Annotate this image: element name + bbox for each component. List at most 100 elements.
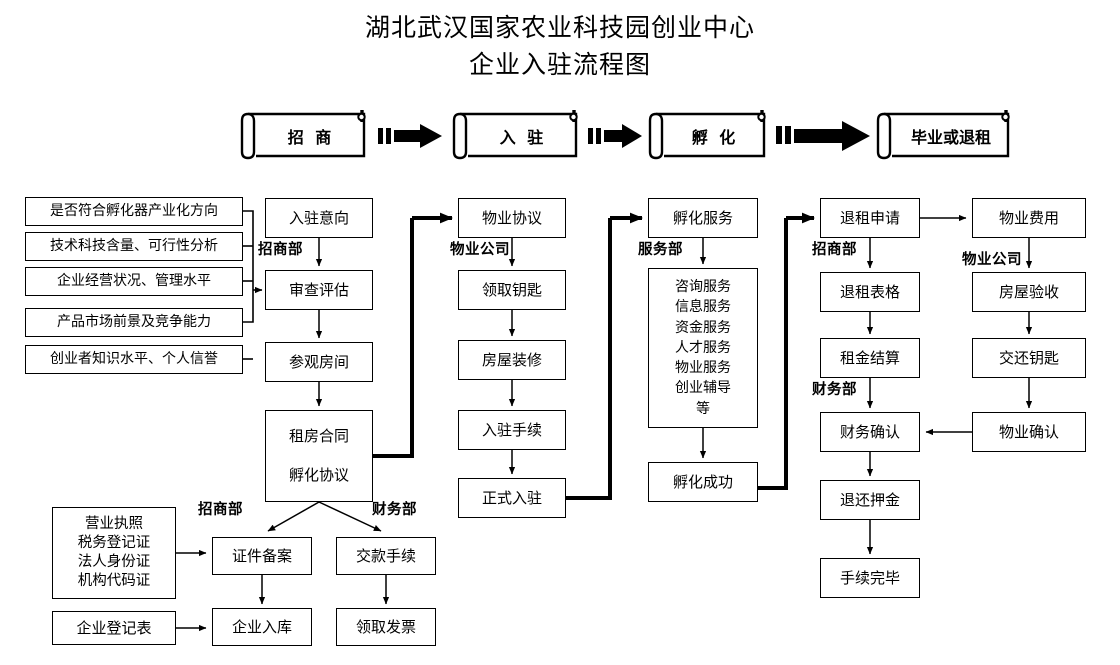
step-zhengjian-bei-an[interactable]: 证件备案 xyxy=(212,537,312,575)
contract-to-wuye-connector xyxy=(373,218,414,458)
step-fangwu-zhuangxiu[interactable]: 房屋装修 xyxy=(458,340,566,380)
step-label: 正式入驻 xyxy=(481,488,542,507)
criteria-box-2[interactable]: 技术科技含量、可行性分析 xyxy=(25,232,243,261)
stage-banner-biye[interactable]: 毕业或退租 xyxy=(876,108,1016,163)
step-jiaokuan-shouxu[interactable]: 交款手续 xyxy=(336,537,436,575)
step-wuye-xieyi[interactable]: 物业协议 xyxy=(458,198,566,238)
step-qiye-ruku[interactable]: 企业入库 xyxy=(212,608,312,646)
dept-label-caiwubu-2: 财务部 xyxy=(372,502,417,518)
step-lingqu-yaoshi[interactable]: 领取钥匙 xyxy=(458,270,566,310)
service-list-box[interactable]: 咨询服务 信息服务 资金服务 人才服务 物业服务 创业辅导 等 xyxy=(648,268,758,428)
stage-arrow-1 xyxy=(378,124,442,148)
step-label: 孵化服务 xyxy=(672,208,733,227)
criteria-box-3[interactable]: 企业经营状况、管理水平 xyxy=(25,267,243,296)
step-lingqu-fapiao[interactable]: 领取发票 xyxy=(336,608,436,646)
step-caiwu-queren[interactable]: 财务确认 xyxy=(820,412,920,452)
ruzhu-to-fuhua-connector xyxy=(566,218,612,500)
dept-label-caiwubu-1: 财务部 xyxy=(812,382,857,398)
stage-banner-label: 招 商 xyxy=(287,127,335,147)
criteria-label: 是否符合孵化器产业化方向 xyxy=(50,202,218,219)
stage-banner-label: 入 驻 xyxy=(499,127,547,147)
page-title-line2: 企业入驻流程图 xyxy=(468,50,651,79)
contract-line-2: 孵化协议 xyxy=(288,466,349,485)
step-label: 交还钥匙 xyxy=(998,348,1059,367)
service-item: 人才服务 xyxy=(675,339,731,356)
dept-label-wuye-gongsi-2: 物业公司 xyxy=(962,252,1022,268)
stage-banner-label: 毕业或退租 xyxy=(910,127,991,147)
step-tuizu-shenqing[interactable]: 退租申请 xyxy=(820,198,920,238)
document-item: 法人身份证 xyxy=(77,554,151,570)
step-zufang-hetong[interactable]: 租房合同 孵化协议 xyxy=(265,410,373,502)
dept-label-zhaoshang-1: 招商部 xyxy=(258,242,303,258)
step-label: 物业协议 xyxy=(481,208,542,227)
step-fuhua-chenggong[interactable]: 孵化成功 xyxy=(648,462,758,502)
dept-label-zhaoshang-2: 招商部 xyxy=(812,242,857,258)
service-item: 等 xyxy=(696,400,710,417)
service-item: 创业辅导 xyxy=(675,380,731,397)
step-label: 手续完毕 xyxy=(839,568,900,587)
stage-banner-fuhua[interactable]: 孵 化 xyxy=(648,108,772,163)
criteria-label: 创业者知识水平、个人信誉 xyxy=(50,350,218,367)
step-label: 交款手续 xyxy=(355,546,416,565)
step-label: 证件备案 xyxy=(231,546,292,565)
service-item: 资金服务 xyxy=(675,319,731,336)
step-label: 退租表格 xyxy=(839,282,900,301)
step-tuizu-biaoge[interactable]: 退租表格 xyxy=(820,272,920,312)
service-item: 信息服务 xyxy=(675,299,731,316)
stage-banner-ruzhu[interactable]: 入 驻 xyxy=(452,108,584,163)
service-item: 物业服务 xyxy=(675,360,731,377)
dept-label-fuwubu: 服务部 xyxy=(638,242,683,258)
criteria-label: 产品市场前景及竞争能力 xyxy=(57,313,211,330)
step-label: 孵化成功 xyxy=(672,472,733,491)
criteria-box-4[interactable]: 产品市场前景及竞争能力 xyxy=(25,308,243,337)
step-jiaohuan-yaoshi[interactable]: 交还钥匙 xyxy=(972,338,1086,378)
step-ruzhu-shouxu[interactable]: 入驻手续 xyxy=(458,410,566,450)
step-label: 企业登记表 xyxy=(76,618,152,637)
step-label: 入驻意向 xyxy=(288,208,349,227)
document-item: 营业执照 xyxy=(85,515,143,532)
criteria-box-1[interactable]: 是否符合孵化器产业化方向 xyxy=(25,197,243,226)
stage-arrow-2 xyxy=(588,124,642,148)
step-label: 房屋验收 xyxy=(998,282,1059,301)
document-item: 税务登记证 xyxy=(77,534,151,551)
documents-box[interactable]: 营业执照 税务登记证 法人身份证 机构代码证 xyxy=(52,507,176,599)
step-label: 领取发票 xyxy=(355,617,416,636)
step-zujin-jiesuan[interactable]: 租金结算 xyxy=(820,338,920,378)
contract-line-1: 租房合同 xyxy=(288,427,349,446)
step-label: 退还押金 xyxy=(839,490,900,509)
criteria-label: 企业经营状况、管理水平 xyxy=(57,272,211,289)
fuhua-to-tuizu-connector xyxy=(758,218,788,490)
step-label: 租金结算 xyxy=(839,348,900,367)
step-label: 领取钥匙 xyxy=(481,280,542,299)
register-form-box[interactable]: 企业登记表 xyxy=(52,611,176,645)
criteria-merge-connector xyxy=(243,210,263,360)
stage-arrow-3 xyxy=(776,121,870,151)
page-title-line1: 湖北武汉国家农业科技园创业中心 xyxy=(364,13,755,42)
step-ruzhu-yixiang[interactable]: 入驻意向 xyxy=(265,198,373,238)
step-canguan-fangjian[interactable]: 参观房间 xyxy=(265,342,373,382)
document-item: 机构代码证 xyxy=(77,573,151,590)
step-label: 审查评估 xyxy=(288,280,349,299)
contract-split-connectors xyxy=(267,501,382,532)
step-wuye-queren[interactable]: 物业确认 xyxy=(972,412,1086,452)
step-wuye-feiyong[interactable]: 物业费用 xyxy=(972,198,1086,238)
step-shencha-pinggu[interactable]: 审查评估 xyxy=(265,270,373,310)
stage-banner-zhaoshang[interactable]: 招 商 xyxy=(240,108,372,163)
criteria-label: 技术科技含量、可行性分析 xyxy=(50,237,218,254)
step-tuihuan-yajin[interactable]: 退还押金 xyxy=(820,480,920,520)
dept-label-wuye-gongsi-1: 物业公司 xyxy=(450,242,510,258)
step-label: 企业入库 xyxy=(231,617,292,636)
step-label: 入驻手续 xyxy=(481,420,542,439)
step-shouxu-wanbi[interactable]: 手续完毕 xyxy=(820,558,920,598)
step-fangwu-yanshou[interactable]: 房屋验收 xyxy=(972,272,1086,312)
step-label: 退租申请 xyxy=(839,208,900,227)
step-zhengshi-ruzhu[interactable]: 正式入驻 xyxy=(458,478,566,518)
step-label: 参观房间 xyxy=(288,352,349,371)
step-label: 物业费用 xyxy=(998,208,1059,227)
step-fuhua-fuwu[interactable]: 孵化服务 xyxy=(648,198,758,238)
criteria-box-5[interactable]: 创业者知识水平、个人信誉 xyxy=(25,345,243,374)
step-label: 房屋装修 xyxy=(481,350,542,369)
service-item: 咨询服务 xyxy=(675,278,731,295)
step-label: 财务确认 xyxy=(839,422,900,441)
